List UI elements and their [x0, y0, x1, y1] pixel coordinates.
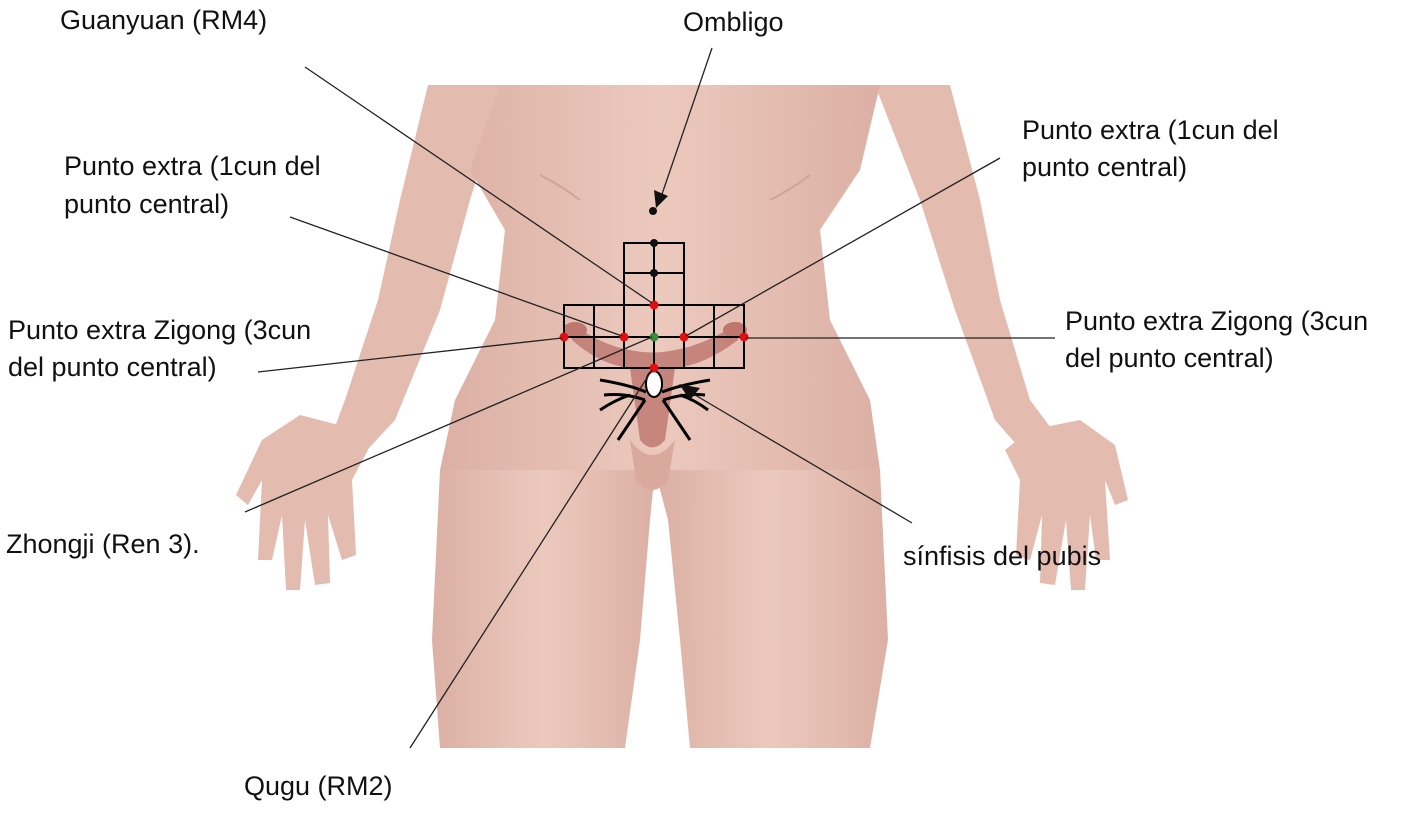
body-silhouette: [236, 85, 1128, 748]
point-zigong-right: [740, 333, 749, 342]
point-zigong-left: [560, 333, 569, 342]
point-extra-1cun-left: [620, 333, 629, 342]
label-extra-1cun-right-line1: Punto extra (1cun del: [1022, 112, 1279, 148]
point-ombligo: [649, 207, 657, 215]
label-extra-1cun-left-line1: Punto extra (1cun del: [64, 148, 321, 184]
point-extra-1cun-right: [680, 333, 689, 342]
point-grid-upper: [650, 269, 658, 277]
left-hand: [236, 415, 368, 590]
label-extra-1cun-right-line2: punto central): [1022, 149, 1187, 185]
label-guanyuan: Guanyuan (RM4): [60, 2, 267, 38]
label-zigong-left-line1: Punto extra Zigong (3cun: [8, 312, 311, 348]
label-ombligo: Ombligo: [683, 4, 784, 40]
label-extra-1cun-left-line2: punto central): [64, 186, 229, 222]
label-zigong-left-line2: del punto central): [8, 349, 217, 385]
label-qugu: Qugu (RM2): [244, 768, 393, 804]
label-zhongji: Zhongji (Ren 3).: [6, 526, 200, 562]
left-leg: [432, 470, 655, 748]
label-zigong-right-line1: Punto extra Zigong (3cun: [1065, 303, 1368, 339]
point-grid-top: [650, 239, 658, 247]
right-leg: [655, 470, 888, 748]
label-zigong-right-line2: del punto central): [1065, 340, 1274, 376]
label-sinfisis: sínfisis del pubis: [903, 538, 1101, 574]
